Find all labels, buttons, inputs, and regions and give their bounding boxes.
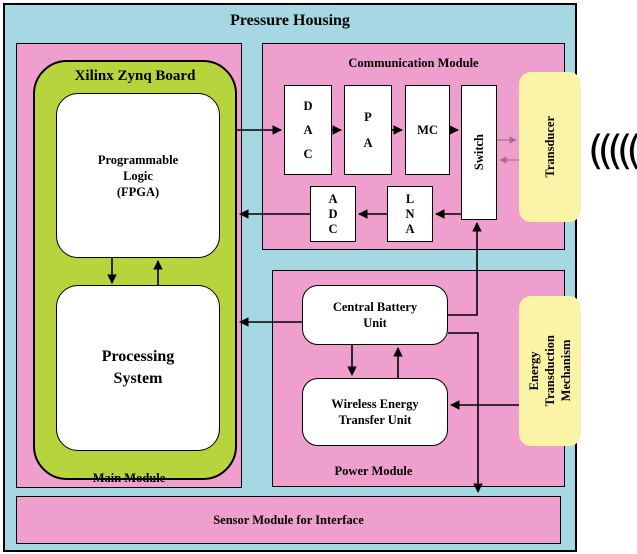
- pa-letter-1: P: [364, 110, 372, 124]
- adc-letter-3: C: [328, 221, 338, 236]
- mc-block: MC: [405, 85, 450, 175]
- lna-block: L N A: [387, 186, 433, 242]
- sensor-module: Sensor Module for Interface: [16, 496, 561, 544]
- pa-letter-2: A: [363, 136, 373, 150]
- adc-letter-1: A: [328, 191, 338, 206]
- pl-line1: Programmable: [97, 152, 179, 167]
- dac-letter-2: A: [303, 123, 313, 137]
- wireless-wave-icon: (((((: [588, 128, 637, 174]
- dac-block: D A C: [284, 85, 332, 175]
- pl-line3: (FPGA): [116, 184, 160, 199]
- pl-line2: Logic: [123, 168, 153, 183]
- battery-line2: Unit: [363, 316, 387, 330]
- central-battery-unit: Central Battery Unit: [302, 285, 448, 345]
- housing-title: Pressure Housing: [230, 12, 350, 29]
- processing-system-block: Processing System: [56, 285, 220, 451]
- adc-block: A D C: [310, 186, 356, 242]
- arrow-battery-to-switch: [448, 222, 482, 316]
- adc-letter-2: D: [328, 206, 338, 221]
- dac-letter-3: C: [303, 147, 313, 161]
- pa-block: P A: [344, 85, 392, 175]
- arrow-battery-to-sensor: [448, 332, 483, 493]
- lna-letter-3: A: [405, 221, 415, 236]
- wet-line1: Wireless Energy: [331, 397, 419, 411]
- programmable-logic-block: Programmable Logic (FPGA): [56, 93, 220, 258]
- wet-line2: Transfer Unit: [338, 413, 412, 427]
- energy-transduction-mechanism: Energy Transduction Mechanism: [519, 296, 581, 446]
- transducer-block: Transducer: [519, 72, 581, 222]
- dac-letter-1: D: [303, 99, 313, 113]
- zynq-board-title: Xilinx Zynq Board: [74, 68, 196, 84]
- wireless-energy-transfer-unit: Wireless Energy Transfer Unit: [302, 378, 448, 446]
- power-module-label: Power Module: [334, 464, 413, 478]
- switch-block: Switch: [461, 85, 497, 220]
- communication-module-label: Communication Module: [348, 56, 479, 70]
- ps-line1: Processing: [101, 348, 175, 365]
- lna-letter-1: L: [405, 191, 415, 206]
- main-module-label: Main Module: [92, 471, 166, 485]
- ps-line2: System: [113, 370, 163, 387]
- battery-line1: Central Battery: [332, 300, 418, 314]
- lna-letter-2: N: [405, 206, 415, 221]
